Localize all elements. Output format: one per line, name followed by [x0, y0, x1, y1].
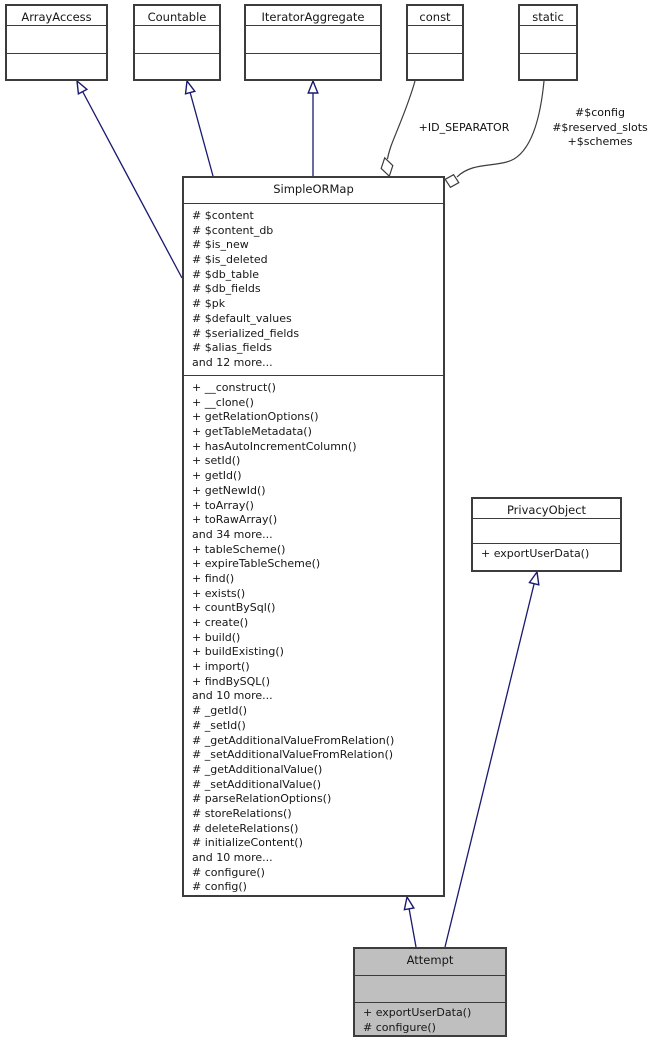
method-row: + import() — [192, 660, 250, 674]
inheritance-edge-simpleormap-arrayaccess — [77, 81, 183, 279]
attribute-row: # $is_new — [192, 238, 249, 252]
method-row: # config() — [192, 880, 247, 894]
method-row: + __construct() — [192, 381, 276, 395]
attributes-compartment — [135, 26, 219, 54]
method-row: + setId() — [192, 454, 241, 468]
method-row: + toArray() — [192, 498, 254, 512]
attributes-compartment — [7, 26, 106, 54]
attributes-compartment — [473, 519, 620, 544]
method-row: + tableScheme() — [192, 542, 286, 556]
attribute-row: # $content_db — [192, 223, 274, 237]
method-row: + expireTableScheme() — [192, 557, 321, 571]
class-box-const[interactable]: const — [406, 4, 464, 81]
method-row: + exportUserData() — [481, 546, 590, 560]
method-row: + build() — [192, 630, 241, 644]
method-row: # parseRelationOptions() — [192, 792, 332, 806]
attribute-row: # $default_values — [192, 311, 292, 325]
class-title-privacyobject: PrivacyObject — [473, 499, 620, 519]
edge-label-static-members: #$config #$reserved_slots +$schemes — [540, 106, 660, 150]
method-row: + exists() — [192, 586, 246, 600]
attributes-compartment — [520, 26, 576, 54]
method-row: + find() — [192, 571, 235, 585]
method-row: + __clone() — [192, 395, 254, 409]
class-title-static: static — [520, 6, 576, 26]
edge-label-id-separator: +ID_SEPARATOR — [418, 121, 510, 134]
class-title-simpleormap: SimpleORMap — [184, 178, 443, 204]
class-title-arrayaccess: ArrayAccess — [7, 6, 106, 26]
methods-compartment — [7, 54, 106, 79]
attribute-row: # $alias_fields — [192, 341, 273, 355]
attributes-compartment — [355, 976, 505, 1003]
class-box-countable[interactable]: Countable — [133, 4, 221, 81]
edge-label-schemes: +$schemes — [567, 135, 633, 149]
attribute-row: # $db_fields — [192, 282, 261, 296]
method-row: + getId() — [192, 469, 242, 483]
attribute-row: # $content — [192, 209, 254, 222]
method-row: + toRawArray() — [192, 513, 278, 527]
methods-compartment — [135, 54, 219, 79]
method-row: # deleteRelations() — [192, 821, 299, 835]
method-row: + findBySQL() — [192, 674, 271, 688]
method-row: # initializeContent() — [192, 836, 303, 850]
method-row: # storeRelations() — [192, 806, 292, 820]
method-row: + exportUserData() — [363, 1005, 472, 1019]
edge-label-config: #$config — [575, 106, 625, 119]
class-box-static[interactable]: static — [518, 4, 578, 81]
class-box-attempt[interactable]: Attempt + exportUserData()# configure() — [353, 947, 507, 1037]
attribute-row: # $is_deleted — [192, 253, 268, 267]
method-row: # _getId() — [192, 704, 248, 718]
class-title-countable: Countable — [135, 6, 219, 26]
inheritance-edge-simpleormap-countable — [187, 81, 214, 177]
inheritance-edge-attempt-simpleormap — [407, 897, 417, 948]
attributes-compartment: # $content# $content_db# $is_new# $is_de… — [184, 204, 443, 377]
aggregation-diamond-const — [380, 156, 394, 178]
attribute-row: and 12 more... — [192, 355, 273, 369]
attributes-compartment — [246, 26, 380, 54]
method-row: + getRelationOptions() — [192, 410, 319, 424]
method-row: + buildExisting() — [192, 645, 284, 659]
method-row: # configure() — [192, 865, 265, 879]
methods-compartment — [520, 54, 576, 79]
class-title-iteratoraggregate: IteratorAggregate — [246, 6, 380, 26]
class-box-arrayaccess[interactable]: ArrayAccess — [5, 4, 108, 81]
method-row: and 10 more... — [192, 851, 273, 865]
method-row: + create() — [192, 616, 249, 630]
method-row: # _getAdditionalValue() — [192, 762, 323, 776]
method-row: and 34 more... — [192, 527, 273, 541]
inheritance-edge-attempt-privacyobject — [444, 572, 537, 948]
class-box-simpleormap[interactable]: SimpleORMap # $content# $content_db# $is… — [182, 176, 445, 897]
methods-compartment: + __construct()+ __clone()+ getRelationO… — [184, 376, 443, 895]
method-row: + getNewId() — [192, 483, 266, 497]
methods-compartment — [246, 54, 380, 79]
method-row: # _getAdditionalValueFromRelation() — [192, 733, 395, 747]
method-row: + getTableMetadata() — [192, 425, 312, 439]
class-title-const: const — [408, 6, 462, 26]
attribute-row: # $serialized_fields — [192, 326, 300, 340]
method-row: # configure() — [363, 1020, 436, 1034]
usage-edge-const-simpleormap — [386, 80, 416, 160]
class-box-privacyobject[interactable]: PrivacyObject + exportUserData() — [471, 497, 622, 572]
methods-compartment: + exportUserData() — [473, 544, 620, 570]
edge-label-reserved-slots: #$reserved_slots — [552, 120, 648, 134]
method-row: # _setAdditionalValue() — [192, 777, 322, 791]
attribute-row: # $pk — [192, 297, 226, 311]
methods-compartment: + exportUserData()# configure() — [355, 1003, 505, 1035]
methods-compartment — [408, 54, 462, 79]
aggregation-diamond-static — [444, 173, 460, 189]
method-row: # _setAdditionalValueFromRelation() — [192, 748, 394, 762]
attributes-compartment — [408, 26, 462, 54]
method-row: # _setId() — [192, 718, 246, 732]
attribute-row: # $db_table — [192, 267, 260, 281]
class-title-attempt: Attempt — [355, 949, 505, 976]
method-row: + countBySql() — [192, 601, 276, 615]
class-box-iteratoraggregate[interactable]: IteratorAggregate — [244, 4, 382, 81]
method-row: and 10 more... — [192, 689, 273, 703]
method-row: + hasAutoIncrementColumn() — [192, 439, 357, 453]
